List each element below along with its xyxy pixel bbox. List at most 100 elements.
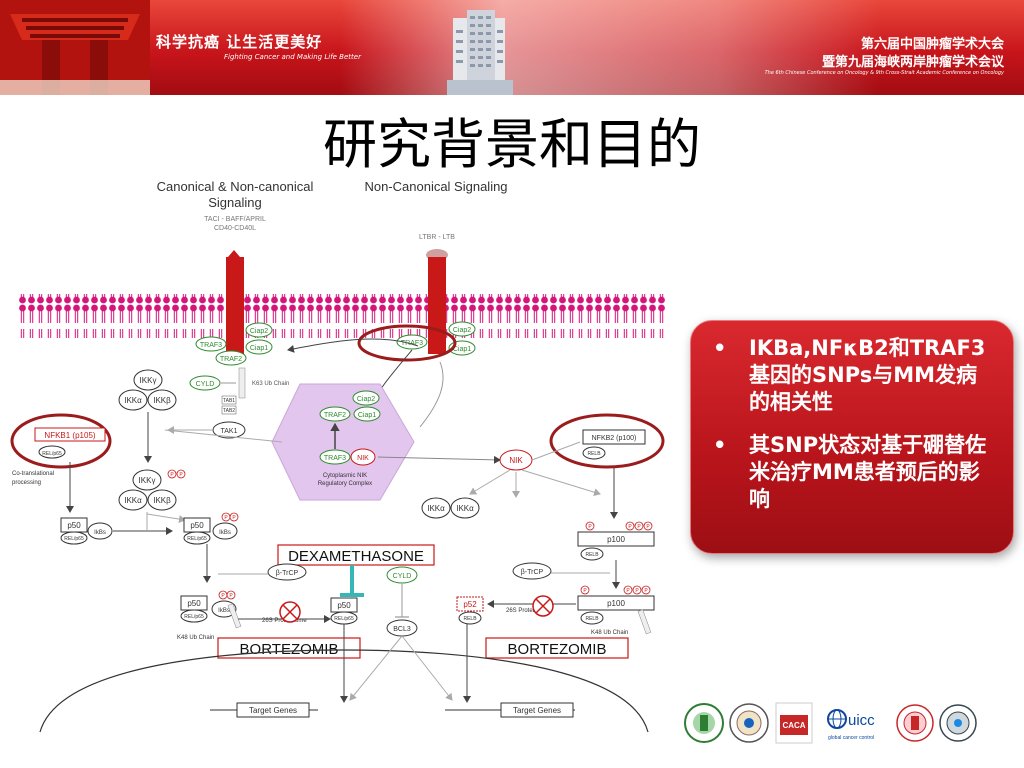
svg-text:P: P <box>626 588 630 594</box>
findings-callout: •IKBa,NFκB2和TRAF3基因的SNPs与MM发病的相关性 •其SNP状… <box>690 320 1014 554</box>
svg-text:P: P <box>637 524 641 530</box>
adaptor-traf3-right: TRAF3 <box>396 334 428 350</box>
svg-text:RELB: RELB <box>585 616 599 622</box>
svg-text:NFKB1 (p105): NFKB1 (p105) <box>44 431 95 440</box>
svg-text:TRAF3: TRAF3 <box>200 342 222 349</box>
dexamethasone-label: DEXAMETHASONE <box>288 548 424 565</box>
svg-text:BCL3: BCL3 <box>393 626 411 633</box>
callout-item-snp-association: •IKBa,NFκB2和TRAF3基因的SNPs与MM发病的相关性 <box>713 335 995 416</box>
ikk-gamma-lower: IKKγ <box>132 469 162 491</box>
btrcp-left: β-TrCP <box>267 563 307 581</box>
bcl3: BCL3 <box>386 619 418 637</box>
cell-membrane <box>18 294 666 338</box>
relb-nfkb2: RELB <box>582 446 606 460</box>
co-translational-line2: processing <box>12 480 41 486</box>
svg-text:Ciap1: Ciap1 <box>453 346 471 353</box>
logo-seal-4 <box>939 704 977 742</box>
svg-text:NIK: NIK <box>357 455 369 462</box>
svg-text:CYLD: CYLD <box>393 573 412 580</box>
ikk-gamma-top: IKKγ <box>133 369 163 391</box>
bortezomib-label-right: BORTEZOMIB <box>508 641 607 658</box>
svg-text:REL/p65: REL/p65 <box>184 614 204 620</box>
svg-text:RELB: RELB <box>585 552 599 558</box>
svg-text:NIK: NIK <box>509 456 523 465</box>
heading-canonical-line2: Signaling <box>208 195 262 210</box>
svg-text:TRAF3: TRAF3 <box>401 340 423 347</box>
svg-text:P: P <box>588 524 592 530</box>
proteasome-label-right: 26S Proteasome <box>506 608 551 614</box>
nfkb-pathway-diagram: Canonical & Non-canonical Signaling Non-… <box>10 179 666 733</box>
svg-text:REL/p65: REL/p65 <box>42 451 62 457</box>
complex-label-line2: Regulatory Complex <box>318 481 372 487</box>
svg-text:IKKβ: IKKβ <box>153 496 171 505</box>
svg-text:P: P <box>583 588 587 594</box>
hospital-building-image <box>447 10 513 95</box>
receptor-right <box>426 249 448 354</box>
complex-traf3: TRAF3 <box>319 449 351 465</box>
svg-text:P: P <box>644 588 648 594</box>
heading-noncanonical: Non-Canonical Signaling <box>364 179 507 194</box>
proteasome-blocked-left <box>279 601 301 623</box>
svg-text:p100: p100 <box>607 599 625 608</box>
adaptor-traf3-left: TRAF3 <box>195 336 227 352</box>
p50-ikbs-phospho: p50 REL/p65 IkBs P P <box>183 512 239 545</box>
svg-text:IkBs: IkBs <box>219 530 231 536</box>
highlight-nfkb2 <box>549 413 665 469</box>
adaptor-ciap2-right: Ciap2 <box>448 321 476 337</box>
svg-text:Ciap1: Ciap1 <box>358 412 376 419</box>
svg-text:p50: p50 <box>67 521 81 530</box>
svg-text:TAB1: TAB1 <box>223 398 235 404</box>
tab2 <box>221 405 237 415</box>
svg-text:TRAF2: TRAF2 <box>324 412 346 419</box>
svg-text:NFKB2 (p100): NFKB2 (p100) <box>592 435 637 442</box>
logo-seal-1 <box>684 703 724 743</box>
china-pavilion-image <box>0 0 150 95</box>
k63-ub-chain <box>238 367 246 399</box>
svg-text:CYLD: CYLD <box>196 381 215 388</box>
svg-text:Target Genes: Target Genes <box>513 706 561 715</box>
nik-free: NIK <box>499 449 533 471</box>
complex-nik: NIK <box>350 448 376 466</box>
svg-text:P: P <box>628 524 632 530</box>
slogan-chinese: 科学抗癌 让生活更美好 <box>156 33 323 51</box>
svg-text:TAB2: TAB2 <box>223 408 235 414</box>
target-genes-right <box>500 702 574 718</box>
svg-text:β-TrCP: β-TrCP <box>521 569 544 576</box>
svg-text:CACA: CACA <box>782 721 805 730</box>
highlight-nfkb1 <box>10 413 112 469</box>
svg-text:Target Genes: Target Genes <box>249 706 297 715</box>
header-banner: 科学抗癌 让生活更美好 Fighting Cancer and Making L… <box>0 0 1024 95</box>
svg-text:uicc: uicc <box>848 712 875 729</box>
svg-text:REL/p65: REL/p65 <box>334 616 354 622</box>
p52-relb: p52 RELB <box>456 596 484 625</box>
svg-text:IKKα: IKKα <box>456 504 474 513</box>
svg-text:IKKα: IKKα <box>124 396 142 405</box>
svg-text:IKKα: IKKα <box>427 504 445 513</box>
svg-text:P: P <box>179 472 183 478</box>
svg-text:RELB: RELB <box>463 616 477 622</box>
cyld-lower: CYLD <box>386 566 418 584</box>
callout-item-prognosis: •其SNP状态对基于硼替佐米治疗MM患者预后的影响 <box>713 432 995 513</box>
heading-canonical-line1: Canonical & Non-canonical <box>157 179 314 194</box>
p50-ikbs-ubiquitinated: p50 REL/p65 IkBs P P <box>180 590 242 629</box>
p100-phospho: P P P P p100 RELB <box>577 521 655 561</box>
svg-text:P: P <box>221 593 225 599</box>
k48-label-left: K48 Ub Chain <box>177 635 214 641</box>
ligand-cd40: CD40-CD40L <box>214 225 256 232</box>
logo-seal-2 <box>729 703 769 743</box>
svg-text:Ciap2: Ciap2 <box>357 396 375 403</box>
svg-text:REL/p65: REL/p65 <box>64 536 84 542</box>
p50-rel-free: p50 REL/p65 <box>330 597 358 625</box>
svg-text:P: P <box>229 593 233 599</box>
svg-text:REL/p65: REL/p65 <box>187 536 207 542</box>
svg-text:Ciap2: Ciap2 <box>453 327 471 334</box>
slide-title: 研究背景和目的 <box>323 113 701 176</box>
svg-text:p50: p50 <box>187 599 201 608</box>
adaptor-ciap2-left: Ciap2 <box>245 322 273 338</box>
svg-text:p100: p100 <box>607 535 625 544</box>
bortezomib-label-left: BORTEZOMIB <box>240 641 339 658</box>
ikk-beta-lower: IKKβ <box>147 489 177 511</box>
k63-label: K63 Ub Chain <box>252 381 289 387</box>
proteasome-blocked-right <box>532 595 554 617</box>
